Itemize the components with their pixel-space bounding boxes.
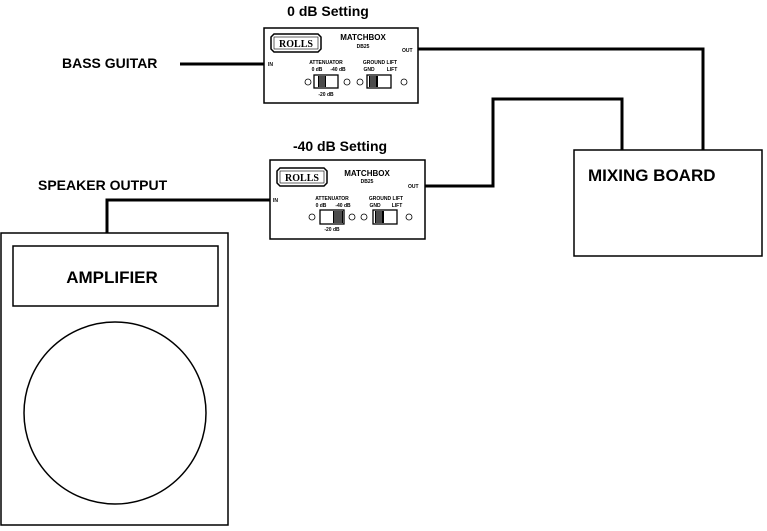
matchbox-bottom-setting-label: -40 dB Setting <box>293 138 387 154</box>
matchbox-bottom-gnd-screw-left <box>360 213 368 221</box>
matchbox-bottom-body <box>269 159 426 240</box>
matchbox-bottom-name: MATCHBOX <box>344 169 390 178</box>
matchbox-bottom: -40 dB Setting ROLLS MATCHBOX DB25 IN OU… <box>269 138 426 240</box>
matchbox-bottom-att-screw-left <box>308 213 316 221</box>
matchbox-bottom-gnd-right: LIFT <box>392 203 403 209</box>
matchbox-top-att-screw-left <box>304 78 312 86</box>
matchbox-top-setting-label: 0 dB Setting <box>287 3 369 19</box>
matchbox-bottom-att-left: 0 dB <box>316 203 327 209</box>
matchbox-bottom-gnd-screw-right <box>405 213 413 221</box>
matchbox-top-att-left: 0 dB <box>312 67 323 73</box>
matchbox-bottom-att-screw-right <box>348 213 356 221</box>
matchbox-bottom-ground-lift-switch[interactable] <box>372 209 398 225</box>
matchbox-bottom-model: DB25 <box>361 179 374 185</box>
matchbox-bottom-attenuator-switch[interactable] <box>319 209 345 225</box>
matchbox-top-gnd-left: GND <box>363 67 375 73</box>
mixing-board-box <box>573 149 763 257</box>
matchbox-top-attenuator-label: ATTENUATOR <box>309 60 343 66</box>
matchbox-top-out-label: OUT <box>402 48 413 54</box>
matchbox-top-gnd-right: LIFT <box>387 67 398 73</box>
matchbox-top-logo-text: ROLLS <box>279 39 313 50</box>
matchbox-top-gnd-screw-right <box>400 78 408 86</box>
matchbox-bottom-attenuator-label: ATTENUATOR <box>315 196 349 202</box>
matchbox-bottom-att-right: -40 dB <box>335 203 351 209</box>
speaker-output-cable <box>105 198 270 234</box>
matchbox-top-att-right: -40 dB <box>330 67 346 73</box>
matchbox-bottom-ground-label: GROUND LIFT <box>369 196 403 202</box>
matchbox-top-model: DB25 <box>357 44 370 50</box>
amplifier-label: AMPLIFIER <box>66 268 158 287</box>
top-matchbox-out-cable <box>418 47 705 150</box>
matchbox-bottom-logo-text: ROLLS <box>285 173 319 184</box>
matchbox-top-in-label: IN <box>268 62 273 68</box>
matchbox-top-ground-lift-switch[interactable] <box>366 74 392 89</box>
matchbox-bottom-att-bottom: -20 dB <box>324 227 340 233</box>
speaker-output-label: SPEAKER OUTPUT <box>38 177 168 193</box>
matchbox-bottom-out-label: OUT <box>408 184 419 190</box>
speaker-cone <box>23 321 207 505</box>
amplifier: AMPLIFIER <box>0 232 229 526</box>
mixing-board-label: MIXING BOARD <box>588 166 716 185</box>
mixing-board: MIXING BOARD <box>573 149 763 257</box>
matchbox-top-logo: ROLLS <box>270 33 322 53</box>
matchbox-bottom-gnd-left: GND <box>369 203 381 209</box>
matchbox-bottom-in-label: IN <box>273 198 278 204</box>
bass-guitar-label: BASS GUITAR <box>62 55 157 71</box>
matchbox-top-att-screw-right <box>343 78 351 86</box>
matchbox-bottom-logo: ROLLS <box>276 167 328 187</box>
matchbox-top-name: MATCHBOX <box>340 33 386 42</box>
amplifier-label-panel <box>12 245 219 307</box>
matchbox-top-ground-label: GROUND LIFT <box>363 60 397 66</box>
matchbox-top-gnd-screw-left <box>356 78 364 86</box>
matchbox-top-att-bottom: -20 dB <box>318 92 334 98</box>
matchbox-top: 0 dB Setting ROLLS MATCHBOX DB25 IN OUT … <box>263 3 419 104</box>
matchbox-top-attenuator-switch[interactable] <box>313 74 339 89</box>
bottom-matchbox-out-cable <box>425 97 624 188</box>
